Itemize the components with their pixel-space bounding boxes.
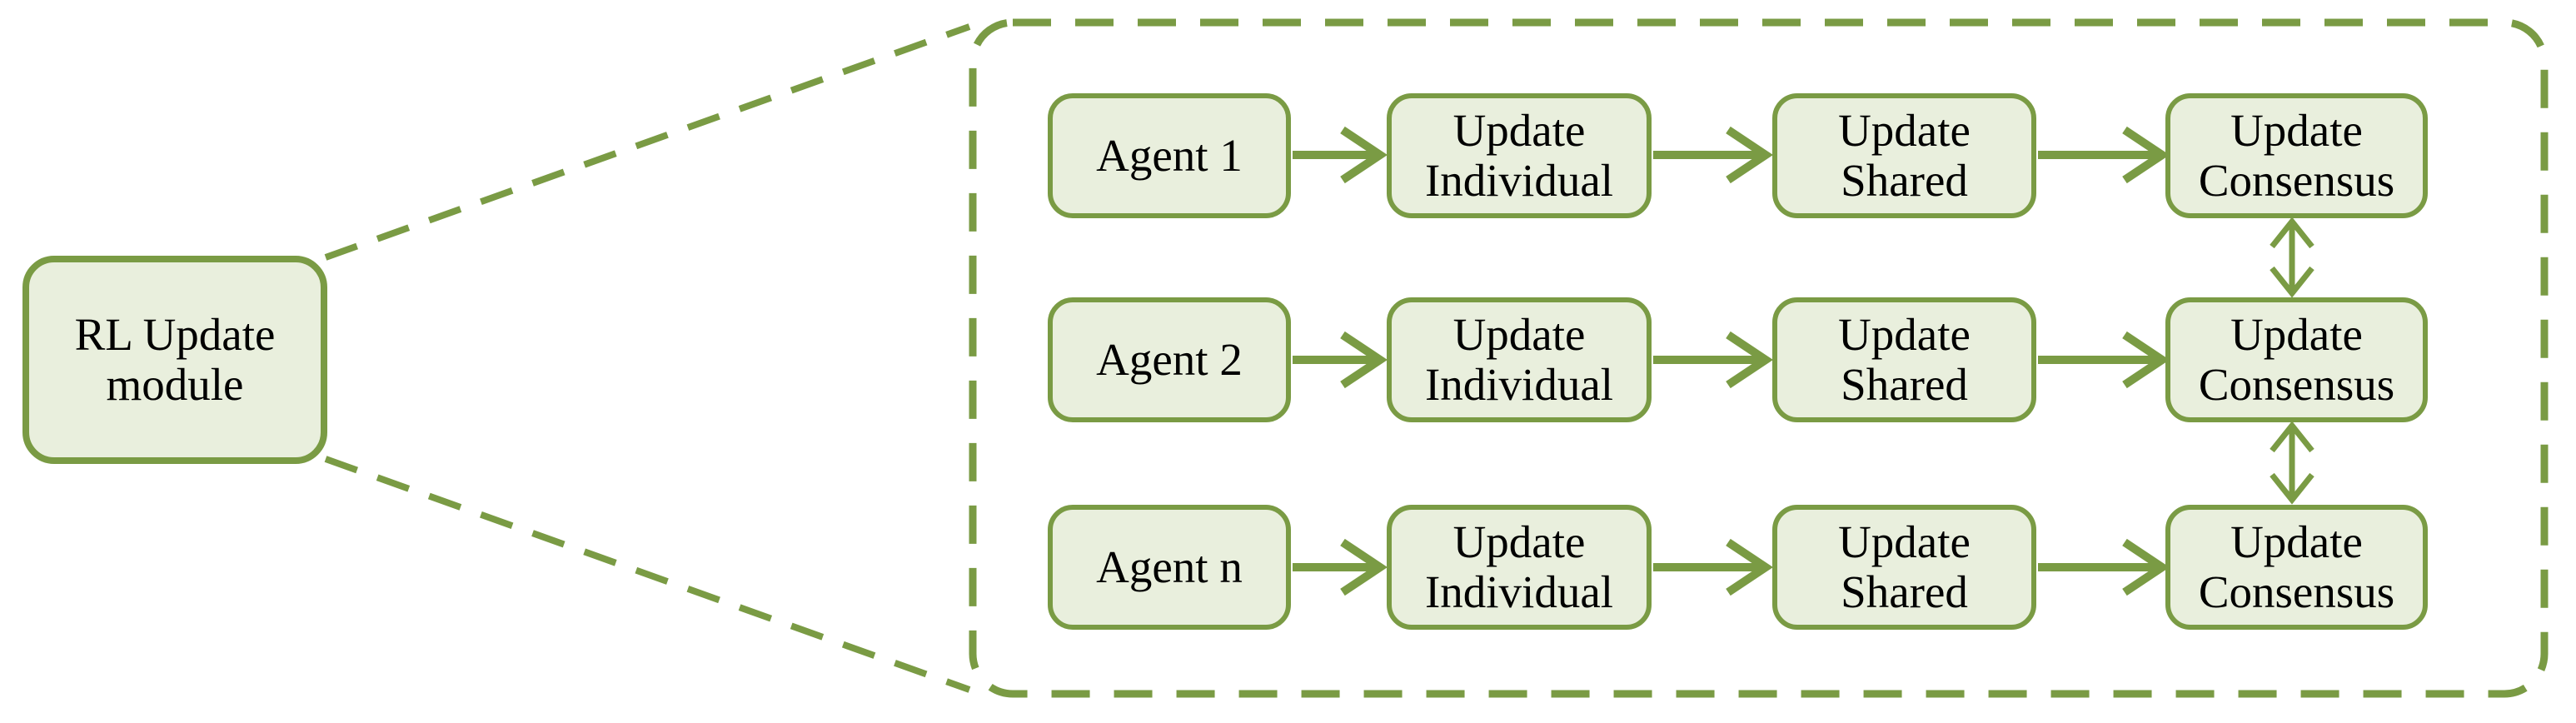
zoom-callout-line-top bbox=[324, 23, 971, 261]
update-consensus-box-row3: Update Consensus bbox=[2165, 505, 2428, 630]
row2-arrows bbox=[1293, 331, 2170, 389]
update-individual-box-row3: Update Individual bbox=[1387, 505, 1652, 630]
update-shared-box-row1: Update Shared bbox=[1772, 93, 2036, 218]
update-consensus-box-row2: Update Consensus bbox=[2165, 297, 2428, 422]
update-shared-box-row2: Update Shared bbox=[1772, 297, 2036, 422]
zoom-callout-line-bottom bbox=[324, 456, 971, 693]
consensus-sync-arrow-top bbox=[2270, 217, 2314, 298]
agent-2-box: Agent 2 bbox=[1048, 297, 1291, 422]
row1-arrows bbox=[1293, 126, 2170, 184]
update-shared-box-row3: Update Shared bbox=[1772, 505, 2036, 630]
consensus-sync-arrow-bottom bbox=[2270, 421, 2314, 505]
agent-1-box: Agent 1 bbox=[1048, 93, 1291, 218]
row3-arrows bbox=[1293, 538, 2170, 596]
update-individual-box-row1: Update Individual bbox=[1387, 93, 1652, 218]
update-individual-box-row2: Update Individual bbox=[1387, 297, 1652, 422]
rl-update-module-box: RL Update module bbox=[22, 256, 327, 464]
update-consensus-box-row1: Update Consensus bbox=[2165, 93, 2428, 218]
agent-n-box: Agent n bbox=[1048, 505, 1291, 630]
zoom-region-border bbox=[969, 18, 2549, 698]
